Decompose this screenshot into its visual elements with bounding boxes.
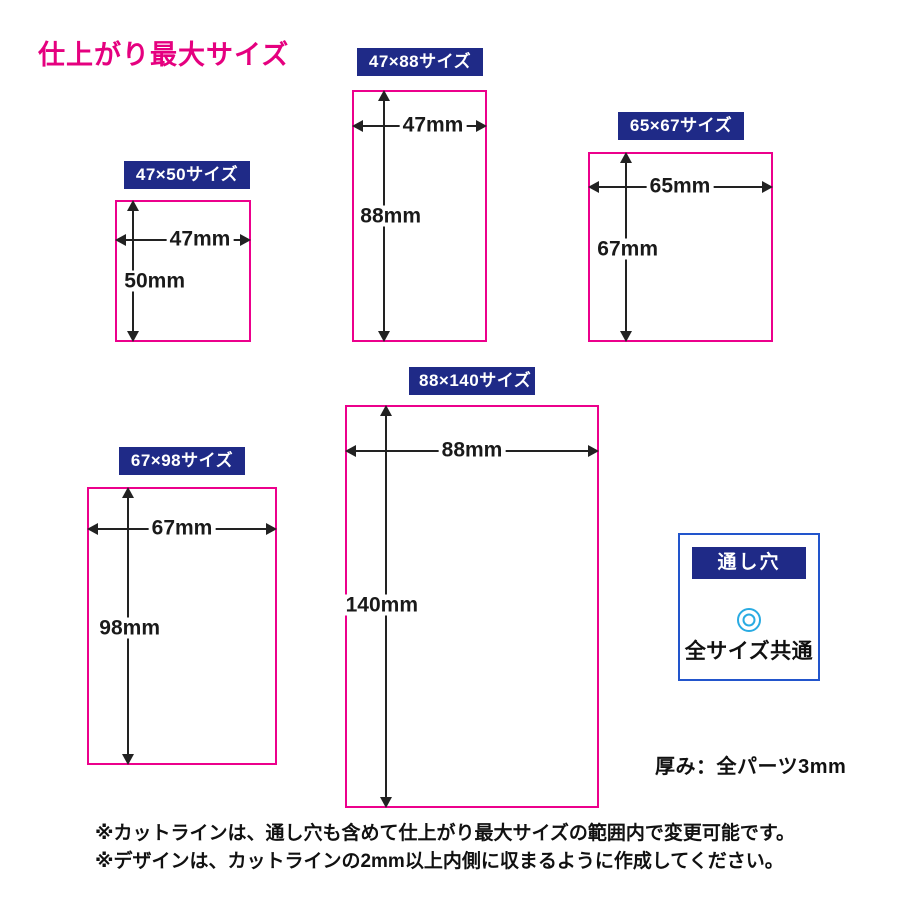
width-label-47x50: 47mm: [166, 228, 234, 250]
through-hole-panel: 通し穴 全サイズ共通: [678, 533, 820, 681]
height-label-47x88: 88mm: [357, 205, 424, 227]
through-hole-caption: 全サイズ共通: [684, 640, 814, 663]
footer-notes: ※カットラインは、通し穴も含めて仕上がり最大サイズの範囲内で変更可能です。 ※デ…: [95, 820, 795, 875]
through-hole-title: 通し穴: [692, 547, 806, 579]
height-label-65x67: 67mm: [594, 238, 661, 260]
size-badge-65x67: 65×67サイズ: [618, 112, 744, 140]
footer-note-1: ※カットラインは、通し穴も含めて仕上がり最大サイズの範囲内で変更可能です。: [95, 823, 796, 844]
size-badge-67x98: 67×98サイズ: [119, 447, 245, 475]
size-badge-47x88: 47×88サイズ: [357, 48, 483, 76]
height-label-67x98: 98mm: [96, 617, 163, 639]
size-badge-88x140: 88×140サイズ: [409, 367, 535, 395]
height-label-88x140: 140mm: [342, 594, 421, 616]
height-label-47x50: 50mm: [121, 270, 188, 292]
ring-hole-icon: [736, 607, 762, 633]
page-title: 仕上がり最大サイズ: [38, 40, 290, 70]
thickness-note: 厚み：全パーツ3mm: [655, 756, 847, 778]
width-label-47x88: 47mm: [399, 114, 467, 136]
size-badge-47x50: 47×50サイズ: [124, 161, 250, 189]
width-label-67x98: 67mm: [148, 517, 216, 539]
width-label-88x140: 88mm: [438, 439, 506, 461]
footer-note-2: ※デザインは、カットラインの2mm以上内側に収まるように作成してください。: [95, 850, 784, 872]
width-label-65x67: 65mm: [646, 175, 714, 197]
